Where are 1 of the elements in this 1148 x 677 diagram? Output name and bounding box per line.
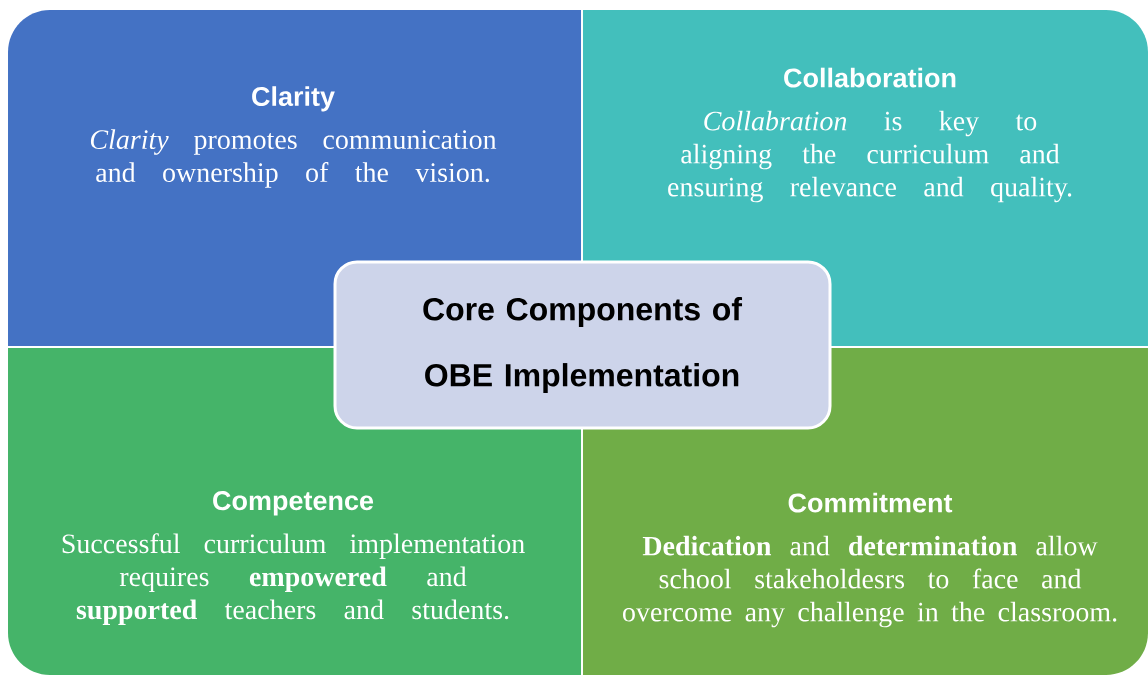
center-box: Core Components of OBE Implementation — [333, 260, 832, 430]
